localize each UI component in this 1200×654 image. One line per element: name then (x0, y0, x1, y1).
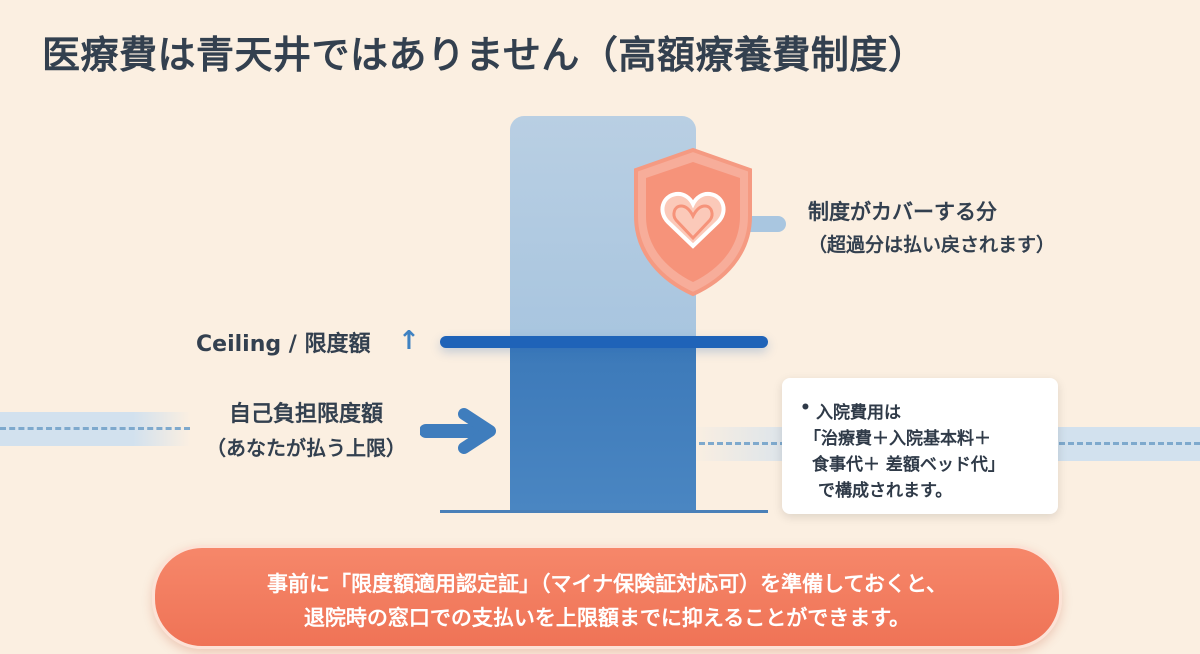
shield-heart-icon (634, 147, 752, 297)
bullet: • (800, 398, 811, 418)
advice-banner: 事前に「限度額適用認定証」（マイナ保険証対応可）を準備しておくと、 退院時の窓口… (152, 545, 1062, 649)
baseline (440, 510, 768, 513)
covered-label: 制度がカバーする分 (808, 200, 997, 224)
banner-line-2: 退院時の窓口での支払いを上限額までに抑えることができます。 (303, 606, 911, 630)
arrow-right-icon (420, 408, 496, 454)
note-line: 入院費用は (816, 403, 901, 423)
self-pay-portion-column (510, 342, 696, 512)
banner-line-1: 事前に「限度額適用認定証」（マイナ保険証対応可）を準備しておくと、 (267, 572, 947, 596)
ceiling-line (440, 336, 768, 348)
page-title: 医療費は青天井ではありません（高額療養費制度） (42, 33, 927, 77)
note-line: 食事代＋ 差額ベッド代」 (812, 455, 1005, 475)
limit-label: 自己負担限度額 (228, 402, 383, 427)
guide-band-left (0, 412, 190, 446)
note-line: 「治療費＋入院基本料＋ (804, 429, 991, 449)
ceiling-label: Ceiling / 限度額 (196, 332, 371, 357)
limit-sub-label: （あなたが払う上限） (206, 436, 406, 460)
arrow-up-icon: ↑ (398, 326, 420, 356)
covered-sub-label: （超過分は払い戻されます） (808, 234, 1056, 256)
note-line: で構成されます。 (818, 481, 953, 501)
cost-breakdown-note: • 入院費用は 「治療費＋入院基本料＋ 食事代＋ 差額ベッド代」 で構成されます… (782, 378, 1058, 514)
